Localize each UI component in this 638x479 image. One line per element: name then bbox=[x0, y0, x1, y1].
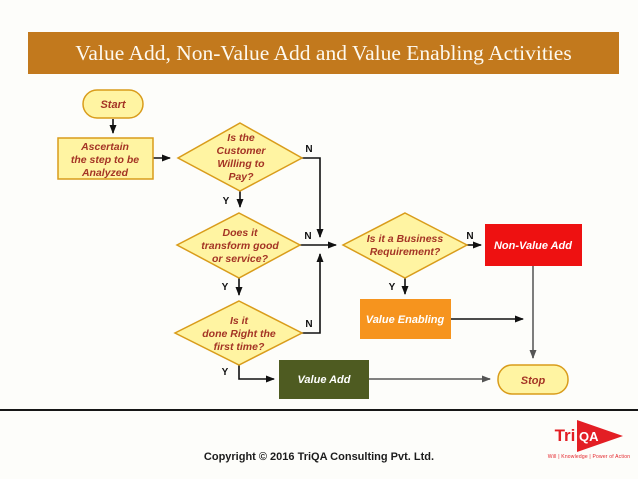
non-value-add-node: Non-Value Add bbox=[485, 224, 582, 266]
decision-customer-willing-to-pay: Is the Customer Willing to Pay? bbox=[176, 122, 304, 192]
decision-line: Requirement? bbox=[370, 246, 441, 258]
decision-transform-good-service: Does it transform good or service? bbox=[175, 212, 302, 279]
connector-decision3-yes bbox=[238, 365, 275, 383]
start-label: Start bbox=[100, 99, 126, 111]
decision-line: or service? bbox=[212, 253, 269, 265]
no-label: N bbox=[466, 231, 473, 242]
start-node: Start bbox=[82, 89, 144, 119]
decision-line: done Right the bbox=[202, 328, 276, 340]
footer-divider bbox=[0, 409, 638, 411]
yes-label: Y bbox=[222, 282, 229, 293]
value-add-node: Value Add bbox=[279, 360, 369, 399]
decision-line: Does it bbox=[222, 227, 258, 239]
logo-brand-mark: QA bbox=[579, 429, 599, 444]
decision-line: transform good bbox=[201, 240, 279, 252]
decision-business-requirement: Is it a Business Requirement? bbox=[341, 212, 469, 279]
no-label: N bbox=[305, 144, 312, 155]
slide-title: Value Add, Non-Value Add and Value Enabl… bbox=[75, 40, 572, 65]
yes-label: Y bbox=[222, 367, 229, 378]
logo-tagline: Will | Knowledge | Power of Action bbox=[547, 454, 631, 460]
connector-decision1-no bbox=[302, 157, 324, 238]
yes-label: Y bbox=[223, 196, 230, 207]
connector-decision3-no bbox=[302, 253, 324, 334]
decision-line: Pay? bbox=[228, 171, 254, 183]
no-label: N bbox=[305, 319, 312, 330]
decision-line: Customer bbox=[216, 145, 266, 157]
copyright-text: Copyright © 2016 TriQA Consulting Pvt. L… bbox=[203, 451, 435, 463]
triqa-logo: Tri QA Will | Knowledge | Power of Actio… bbox=[546, 420, 632, 460]
logo-brand-prefix: Tri bbox=[554, 426, 576, 445]
stop-label: Stop bbox=[521, 375, 546, 387]
logo-triangle-icon: QA bbox=[577, 420, 624, 452]
value-enabling-label: Value Enabling bbox=[366, 314, 445, 326]
stop-node: Stop bbox=[497, 364, 569, 395]
decision-line: Is it a Business bbox=[367, 233, 444, 245]
value-add-label: Value Add bbox=[298, 374, 351, 386]
decision-line: Willing to bbox=[217, 158, 265, 170]
decision-line: first time? bbox=[214, 341, 265, 353]
value-enabling-node: Value Enabling bbox=[360, 299, 451, 339]
ascertain-line: Ascertain bbox=[80, 141, 129, 153]
ascertain-step-node: Ascertain the step to be Analyzed bbox=[57, 137, 154, 180]
yes-label: Y bbox=[389, 282, 396, 293]
ascertain-line: Analyzed bbox=[81, 167, 129, 179]
ascertain-line: the step to be bbox=[71, 154, 139, 166]
decision-line: Is the bbox=[227, 132, 255, 144]
non-value-add-label: Non-Value Add bbox=[494, 240, 572, 252]
no-label: N bbox=[304, 231, 311, 242]
decision-done-right-first-time: Is it done Right the first time? bbox=[173, 300, 304, 366]
slide-title-bar: Value Add, Non-Value Add and Value Enabl… bbox=[28, 32, 619, 74]
decision-line: Is it bbox=[230, 315, 249, 327]
